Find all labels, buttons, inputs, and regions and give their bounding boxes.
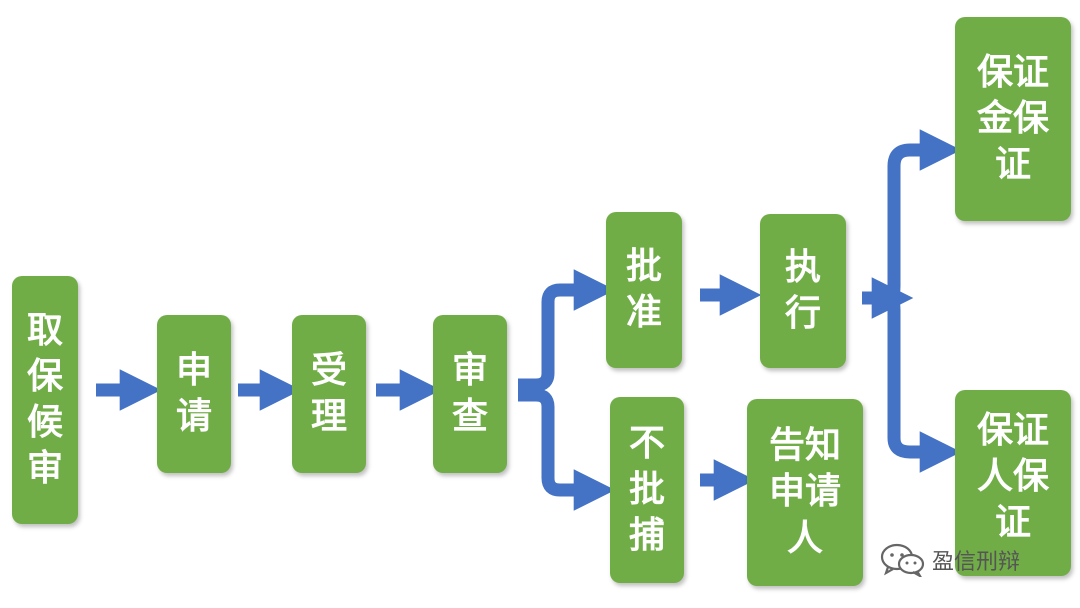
arrow-shencha-to-pizhun [518,269,616,392]
node-gaozhi: 告知申请人 [747,399,863,586]
node-shenqing: 申请 [157,315,231,473]
watermark: 盈信刑辩 [880,540,1020,580]
node-pizhun: 批准 [606,212,682,368]
arrow-zhixing-to-bzj [884,129,962,305]
watermark-text: 盈信刑辩 [932,550,1021,575]
node-zhixing: 执行 [760,214,846,368]
arrow-shencha-to-bupibu [518,388,616,511]
node-shencha: 审查 [433,315,507,473]
node-shouli: 受理 [292,315,366,473]
arrow-zhixing-to-brb [884,291,962,473]
wechat-icon [880,543,925,577]
node-bupibu: 不批捕 [610,397,684,583]
node-qubao: 取保候审 [12,276,78,524]
node-brb: 保证人保证 [955,390,1071,576]
node-bzj: 保证金保证 [955,17,1071,221]
